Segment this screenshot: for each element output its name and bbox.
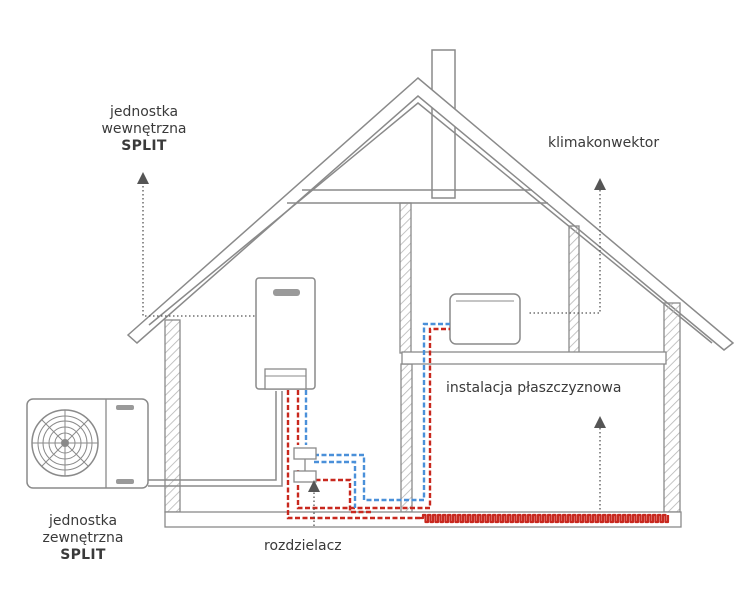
walls [164,202,682,528]
indoor-unit-label: jednostka wewnętrzna SPLIT [88,104,200,155]
arrow-up-icon [594,178,606,190]
manifold-label: rozdzielacz [264,538,342,554]
indoor-unit-label-line2: wewnętrzna [101,121,187,137]
surface-heating-label: instalacja płaszczyznowa [446,380,622,396]
fan-icon [31,409,99,477]
outdoor-unit-label: jednostka zewnętrzna SPLIT [28,513,138,564]
arrow-up-icon [594,416,606,428]
arrow-icons [137,172,606,492]
fan-coil-label: klimakonwektor [548,135,660,151]
underfloor-heating-coil [420,513,670,524]
manifold [293,447,317,483]
refrigerant-lines [148,391,283,487]
supply-pipes [286,327,450,520]
indoor-unit-label-line1: jednostka [109,104,179,120]
outdoor-unit-label-line3: SPLIT [60,547,106,563]
return-pipes [304,322,450,508]
outdoor-unit-label-line2: zewnętrzna [42,530,124,546]
roof [126,77,735,351]
indoor-unit-label-line3: SPLIT [121,138,167,154]
indoor-split-unit [255,277,316,390]
fan-coil-unit [449,293,521,345]
leader-lines [142,186,601,526]
outdoor-unit-label-line1: jednostka [48,513,118,529]
arrow-up-icon [308,480,320,492]
outdoor-unit [26,398,149,489]
arrow-up-icon [137,172,149,184]
